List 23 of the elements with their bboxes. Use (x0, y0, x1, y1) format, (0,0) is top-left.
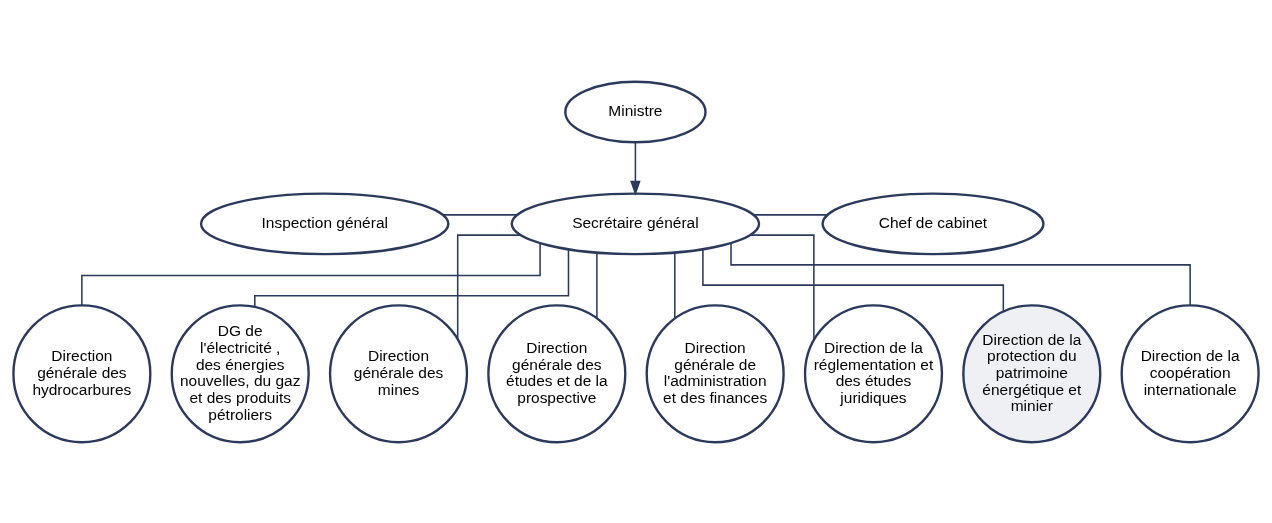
connector (753, 213, 829, 216)
node-ellipse: Secrétaire général (510, 191, 761, 255)
connector (749, 233, 815, 341)
connector (596, 251, 598, 319)
arrow (630, 141, 641, 196)
connector (702, 248, 1005, 312)
node-circle: Direction de la protection du patrimoine énergétique et minier (962, 303, 1102, 443)
node-ellipse: Ministre (564, 80, 707, 143)
node-ellipse: Inspection général (199, 191, 450, 255)
connector (730, 242, 1191, 306)
node-circle: Direction générale de l'administration et des finances (645, 303, 785, 443)
connector (456, 233, 522, 340)
connector (254, 248, 570, 307)
node-circle: Direction de la coopération internationale (1120, 303, 1260, 443)
node-circle: Direction de la réglementation et des études juridiques (803, 303, 944, 443)
connector (674, 251, 676, 319)
connector (81, 242, 541, 306)
connector (442, 213, 518, 216)
node-circle: Direction générale des hydrocarbures (12, 303, 152, 443)
node-circle: DG de l'électricité , des énergies nouvelles, du gaz et des produits pétroliers (170, 303, 310, 443)
node-circle: Direction générale des études et de la prospective (487, 303, 627, 443)
node-circle: Direction générale des mines (328, 303, 469, 443)
node-ellipse: Chef de cabinet (821, 191, 1045, 255)
